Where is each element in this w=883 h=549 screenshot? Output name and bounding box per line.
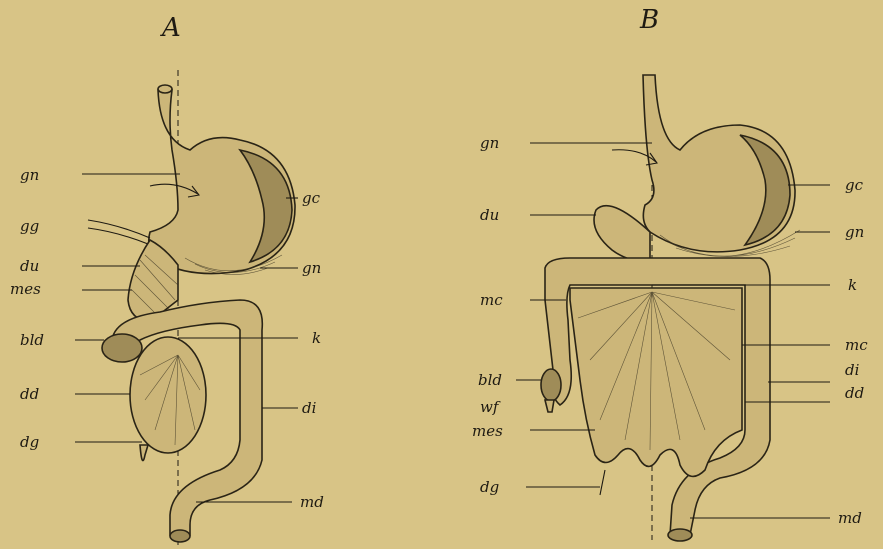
label-b-gc: gc [845, 176, 864, 194]
panel-a-rectum-opening [170, 530, 190, 542]
label-b-bld: bld [478, 371, 502, 389]
label-a-dg: dg [20, 433, 39, 451]
panel-b-duodenum [594, 206, 650, 262]
label-a-du: du [20, 257, 39, 275]
label-b-k: k [848, 276, 857, 294]
panel-a-title: A [160, 13, 181, 43]
panel-b-title: B [639, 5, 659, 35]
label-b-di: di [845, 361, 860, 379]
label-b-dd: dd [845, 384, 864, 402]
label-a-bld: bld [20, 331, 44, 349]
panel-b-bladder [541, 369, 561, 401]
panel-b-mesentery [570, 288, 742, 476]
label-a-gn-top: gn [20, 166, 39, 184]
label-b-du: du [480, 206, 499, 224]
label-a-di: di [302, 399, 317, 417]
panel-a-small-intestine [130, 337, 206, 453]
label-b-gn-top: gn [480, 134, 499, 152]
label-a-gc: gc [302, 189, 321, 207]
label-b-mc-left: mc [480, 291, 503, 309]
label-a-dd: dd [20, 385, 39, 403]
label-b-mes: mes [472, 422, 503, 440]
label-b-wf: wf [480, 398, 501, 416]
panel-a: A [10, 13, 324, 545]
label-a-mes: mes [10, 280, 41, 298]
panel-b-rectum-opening [668, 529, 692, 541]
label-a-gn-right: gn [302, 259, 321, 277]
panel-a-gg-duct [88, 220, 150, 244]
label-a-gg: gg [20, 217, 39, 235]
panel-b-wf [545, 400, 554, 412]
panel-b: B gn du [472, 5, 868, 541]
label-b-dg: dg [480, 478, 499, 496]
panel-a-bladder [102, 334, 142, 362]
panel-a-dg [140, 445, 148, 461]
label-a-md: md [300, 493, 324, 511]
label-b-gn-right: gn [845, 223, 864, 241]
label-a-k: k [312, 329, 321, 347]
label-b-mc-right: mc [845, 336, 868, 354]
panel-a-esophagus-opening [158, 85, 172, 93]
label-b-md: md [838, 509, 862, 527]
panel-b-dg-stalk [600, 470, 605, 495]
